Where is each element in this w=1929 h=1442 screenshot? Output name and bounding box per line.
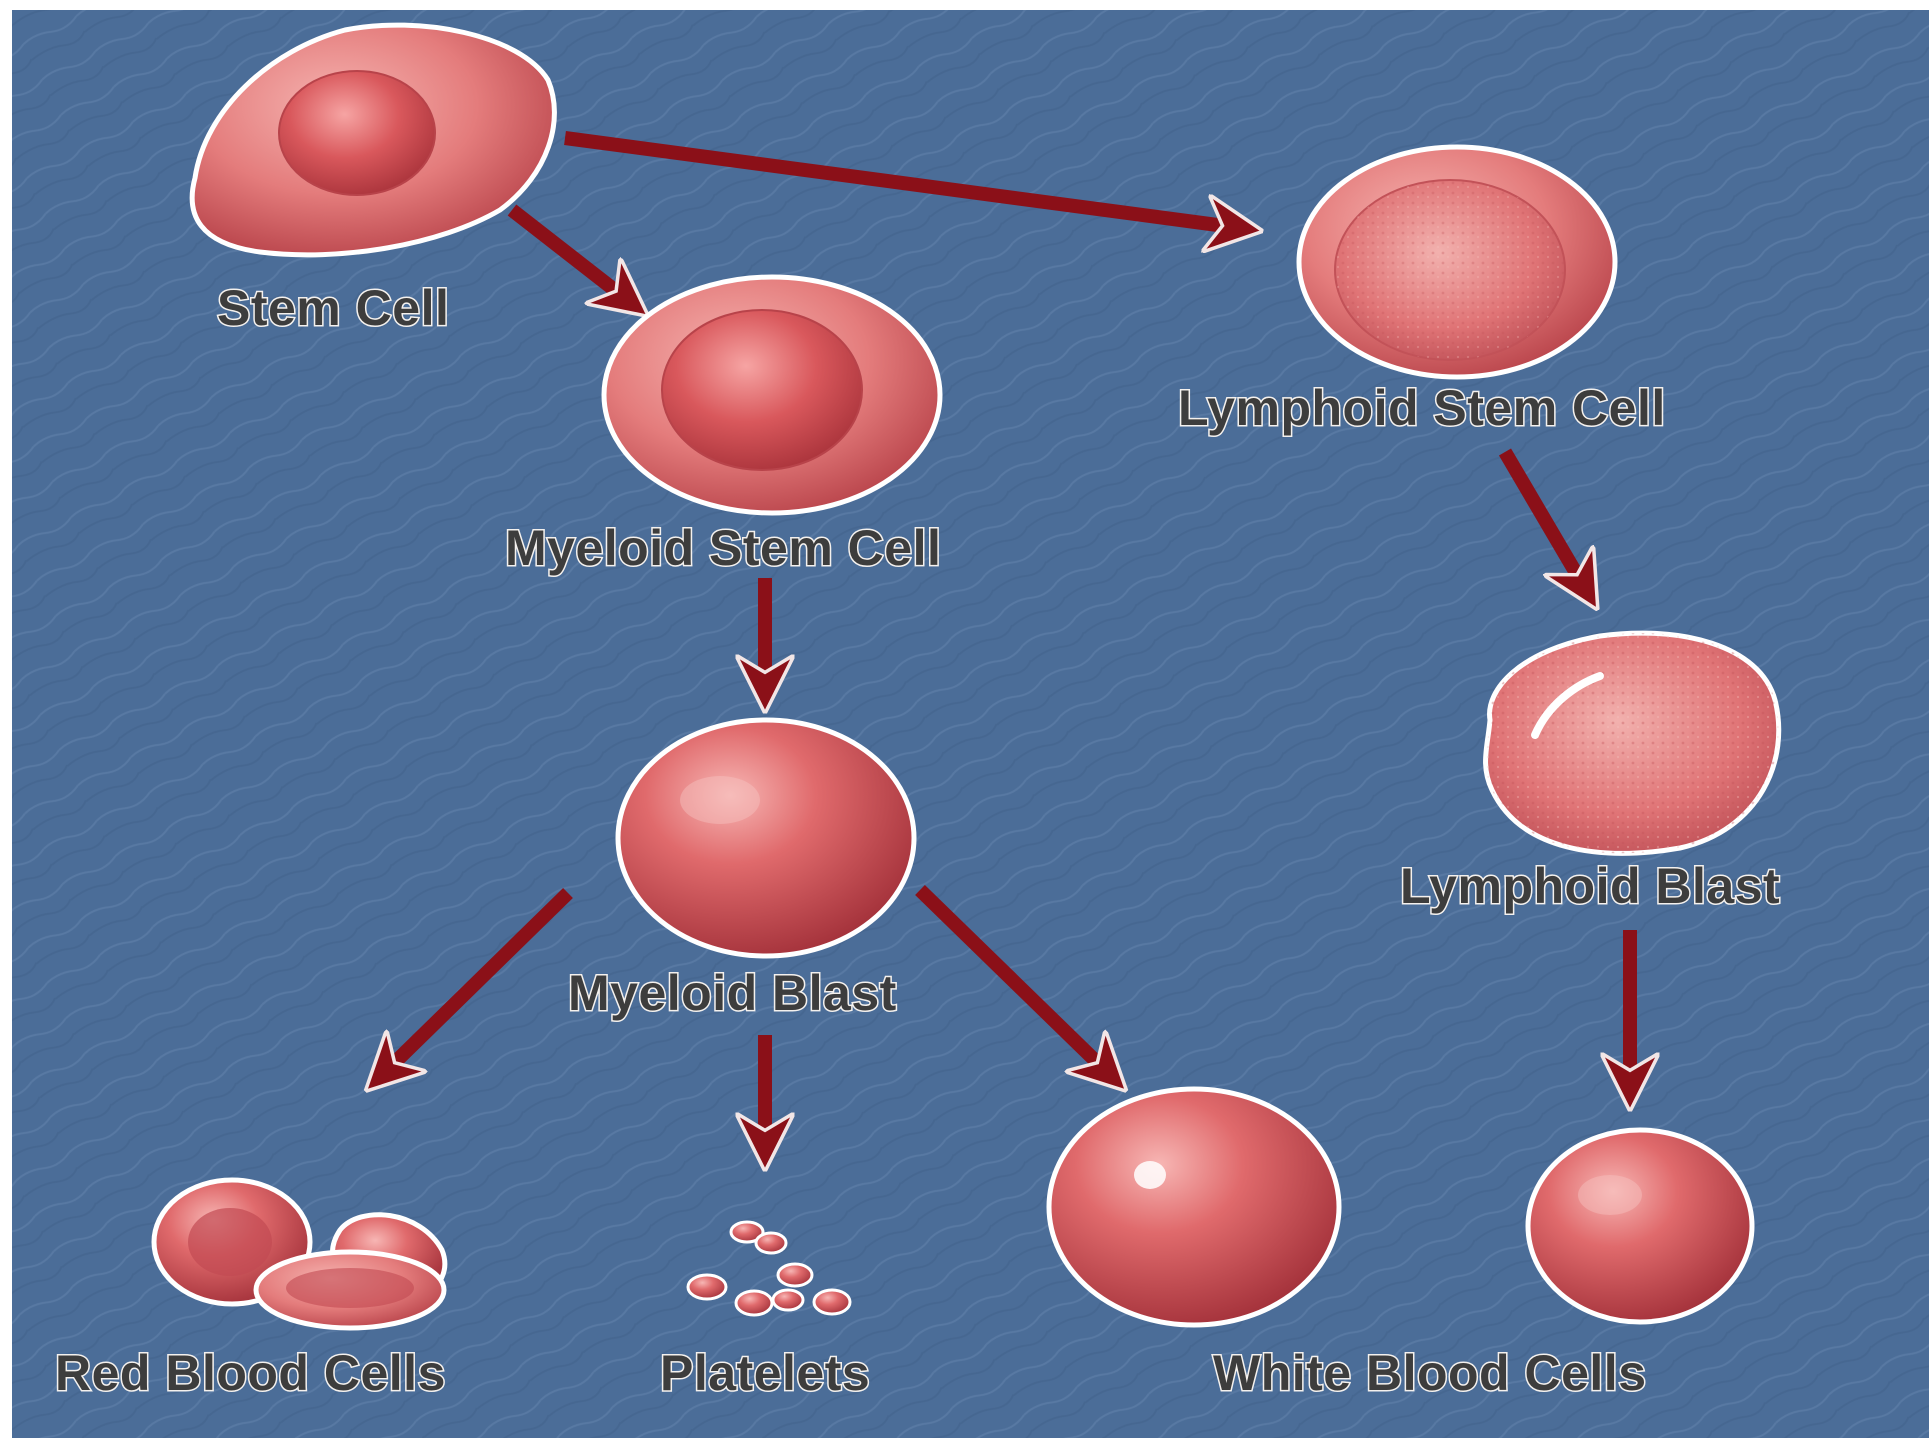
platelet: [756, 1233, 786, 1253]
label-red-blood-cells: Red Blood Cells: [55, 1345, 446, 1401]
platelet: [688, 1275, 726, 1299]
label-myeloid-blast: Myeloid Blast: [568, 965, 897, 1021]
label-lymphoid-stem-cell: Lymphoid Stem Cell: [1178, 380, 1666, 436]
lymphoid-stem-cell-node: [1299, 147, 1615, 377]
label-stem-cell: Stem Cell: [217, 280, 449, 336]
stem-cell-nucleus: [279, 71, 435, 195]
platelet: [814, 1290, 850, 1314]
myeloid-blast-icon: [618, 720, 914, 956]
label-lymphoid-blast: Lymphoid Blast: [1400, 858, 1780, 914]
platelet: [736, 1291, 772, 1315]
platelet: [778, 1264, 812, 1286]
label-myeloid-stem-cell: Myeloid Stem Cell: [505, 520, 941, 576]
platelet: [773, 1290, 803, 1310]
wbc-cell-large: [1049, 1089, 1339, 1325]
lymphoid-blast-node: [1486, 633, 1779, 853]
myeloid-stem-cell-nucleus: [662, 310, 862, 470]
label-platelets: Platelets: [660, 1345, 870, 1401]
wbc-cell-small: [1528, 1130, 1752, 1322]
label-white-blood-cells: White Blood Cells: [1213, 1345, 1647, 1401]
myeloid-stem-cell-node: [604, 277, 940, 513]
myeloid-blast-node: [618, 720, 914, 956]
